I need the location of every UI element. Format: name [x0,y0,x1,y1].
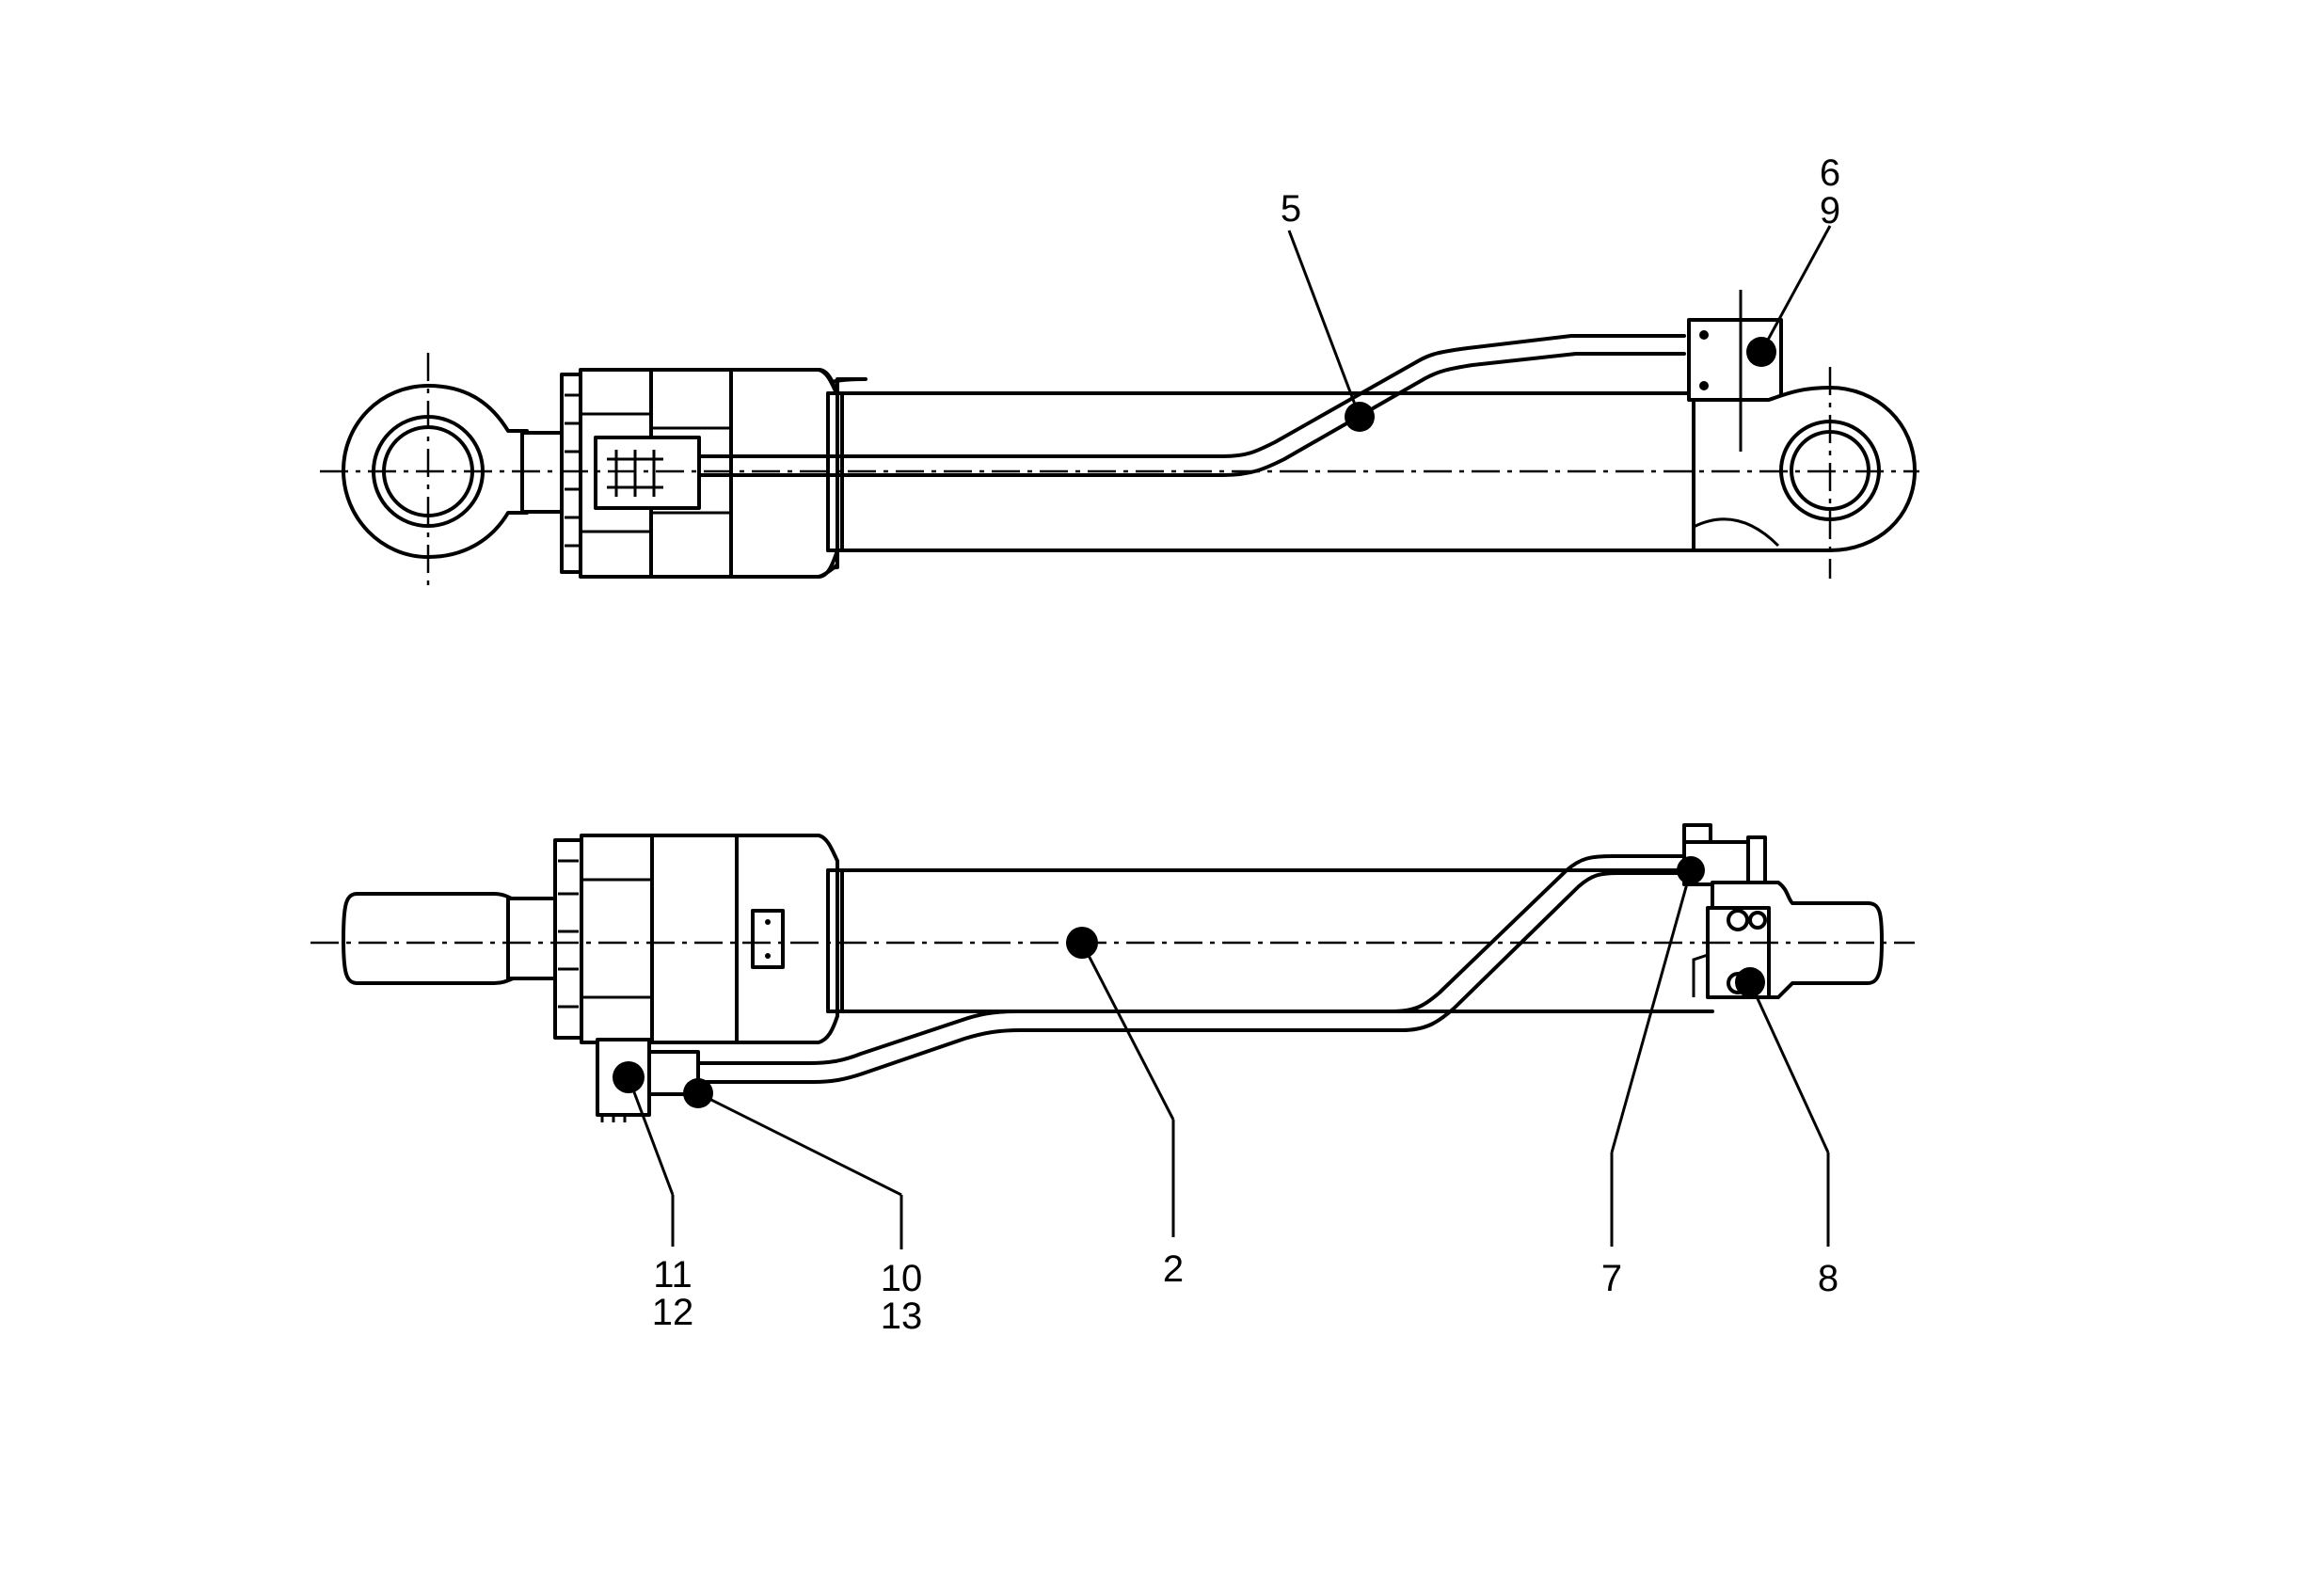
callout-7: 7 [1601,856,1705,1299]
callout-8: 8 [1735,967,1839,1299]
svg-text:10: 10 [881,1258,923,1299]
port-block-bottom-left [596,1038,700,1122]
callout-11-12: 11 12 [613,1061,693,1333]
cylinder-barrel-top [729,368,1695,579]
callout-6-9: 6 9 [1746,152,1840,367]
svg-text:9: 9 [1820,190,1840,231]
cylinder-head-bottom [553,834,839,1044]
svg-text:11: 11 [653,1254,692,1296]
svg-text:2: 2 [1163,1248,1184,1290]
cylinder-top-view [320,290,1919,588]
svg-text:13: 13 [881,1296,923,1337]
callout-5: 5 [1281,188,1375,432]
svg-text:5: 5 [1281,188,1301,230]
cylinder-head-top [560,368,868,579]
rod-end-bottom [342,892,565,985]
hydraulic-pipe-bottom [696,854,1686,1084]
cylinder-barrel-bottom [826,868,1714,1013]
callout-10-13: 10 13 [683,1078,922,1337]
hydraulic-pipe-top [697,334,1686,477]
svg-text:8: 8 [1818,1258,1839,1299]
cylinder-bottom-view [310,823,1915,1122]
bottom-end-fittings [1682,823,1884,999]
svg-text:12: 12 [652,1292,694,1333]
callout-2: 2 [1066,927,1184,1290]
svg-text:6: 6 [1820,152,1840,194]
bottom-eye-top [1687,290,1917,552]
svg-text:7: 7 [1601,1258,1622,1299]
